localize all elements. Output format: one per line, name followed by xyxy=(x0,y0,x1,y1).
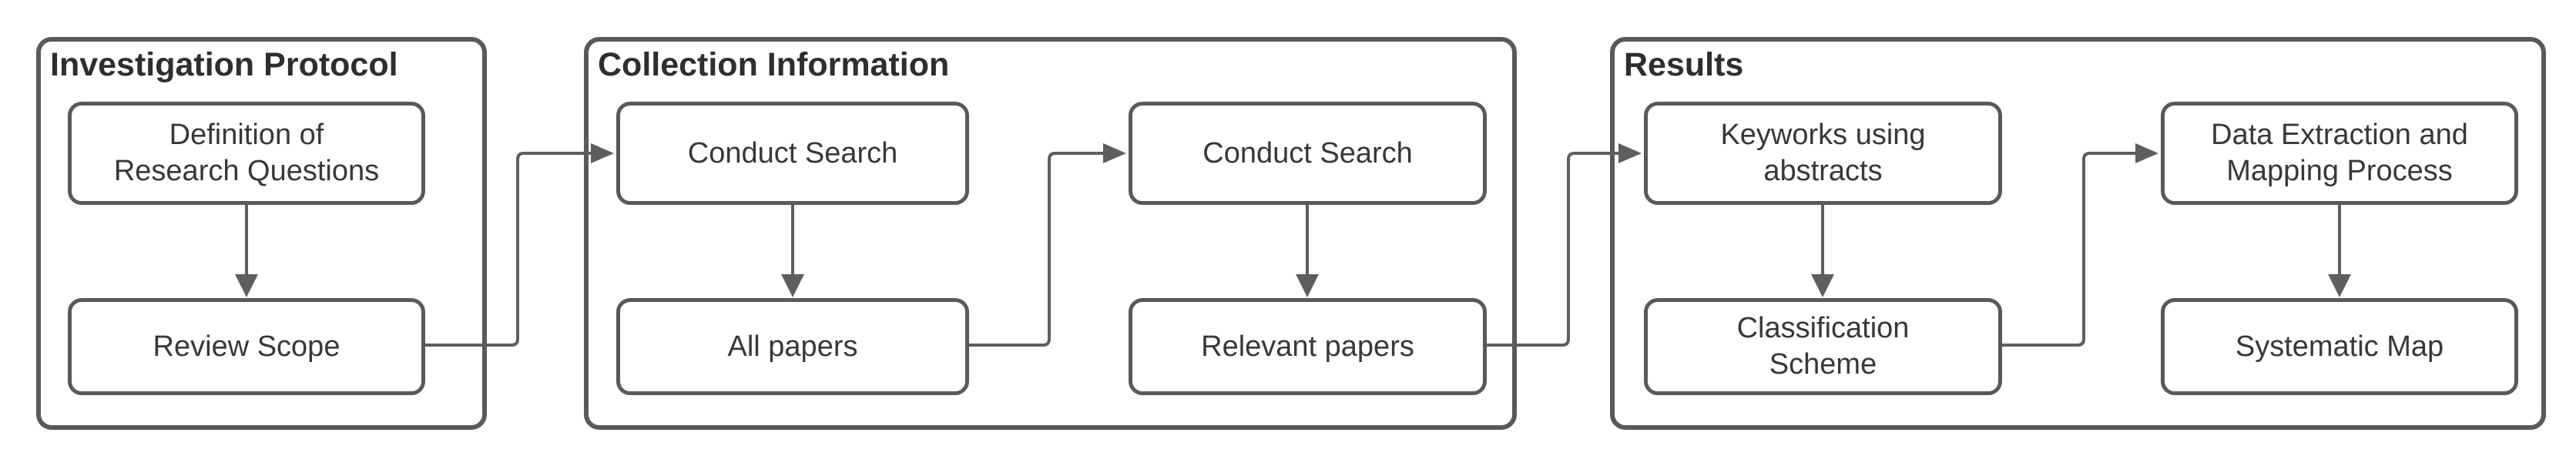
node-label: Conduct Search xyxy=(1202,136,1413,169)
node-keyworks-using-abstracts: Keyworks using abstracts xyxy=(1644,102,2002,205)
group-results: Results Keyworks using abstracts Classif… xyxy=(1610,37,2546,430)
node-relevant-papers: Relevant papers xyxy=(1129,298,1487,395)
node-label: All papers xyxy=(727,330,858,363)
node-label: Definition of Research Questions xyxy=(113,119,380,187)
node-classification-scheme: Classification Scheme xyxy=(1644,298,2002,395)
node-label: Classification Scheme xyxy=(1736,312,1910,381)
group-title-results: Results xyxy=(1624,46,1744,83)
node-systematic-map: Systematic Map xyxy=(2161,298,2518,395)
node-label: Systematic Map xyxy=(2235,330,2444,363)
node-label: Review Scope xyxy=(153,330,340,363)
node-label: Data Extraction and Mapping Process xyxy=(2211,119,2468,187)
group-title-collection-information: Collection Information xyxy=(598,46,950,83)
node-definition-of-research-questions: Definition of Research Questions xyxy=(68,102,425,205)
node-review-scope: Review Scope xyxy=(68,298,425,395)
node-conduct-search-2: Conduct Search xyxy=(1129,102,1487,205)
node-all-papers: All papers xyxy=(616,298,969,395)
group-investigation-protocol: Investigation Protocol Definition of Res… xyxy=(36,37,487,430)
group-title-investigation-protocol: Investigation Protocol xyxy=(50,46,398,83)
node-label: Conduct Search xyxy=(687,136,898,169)
node-label: Keyworks using abstracts xyxy=(1720,119,1926,187)
node-conduct-search-1: Conduct Search xyxy=(616,102,969,205)
node-data-extraction-and-mapping-process: Data Extraction and Mapping Process xyxy=(2161,102,2518,205)
group-collection-information: Collection Information Conduct Search Al… xyxy=(584,37,1517,430)
node-label: Relevant papers xyxy=(1201,330,1414,363)
